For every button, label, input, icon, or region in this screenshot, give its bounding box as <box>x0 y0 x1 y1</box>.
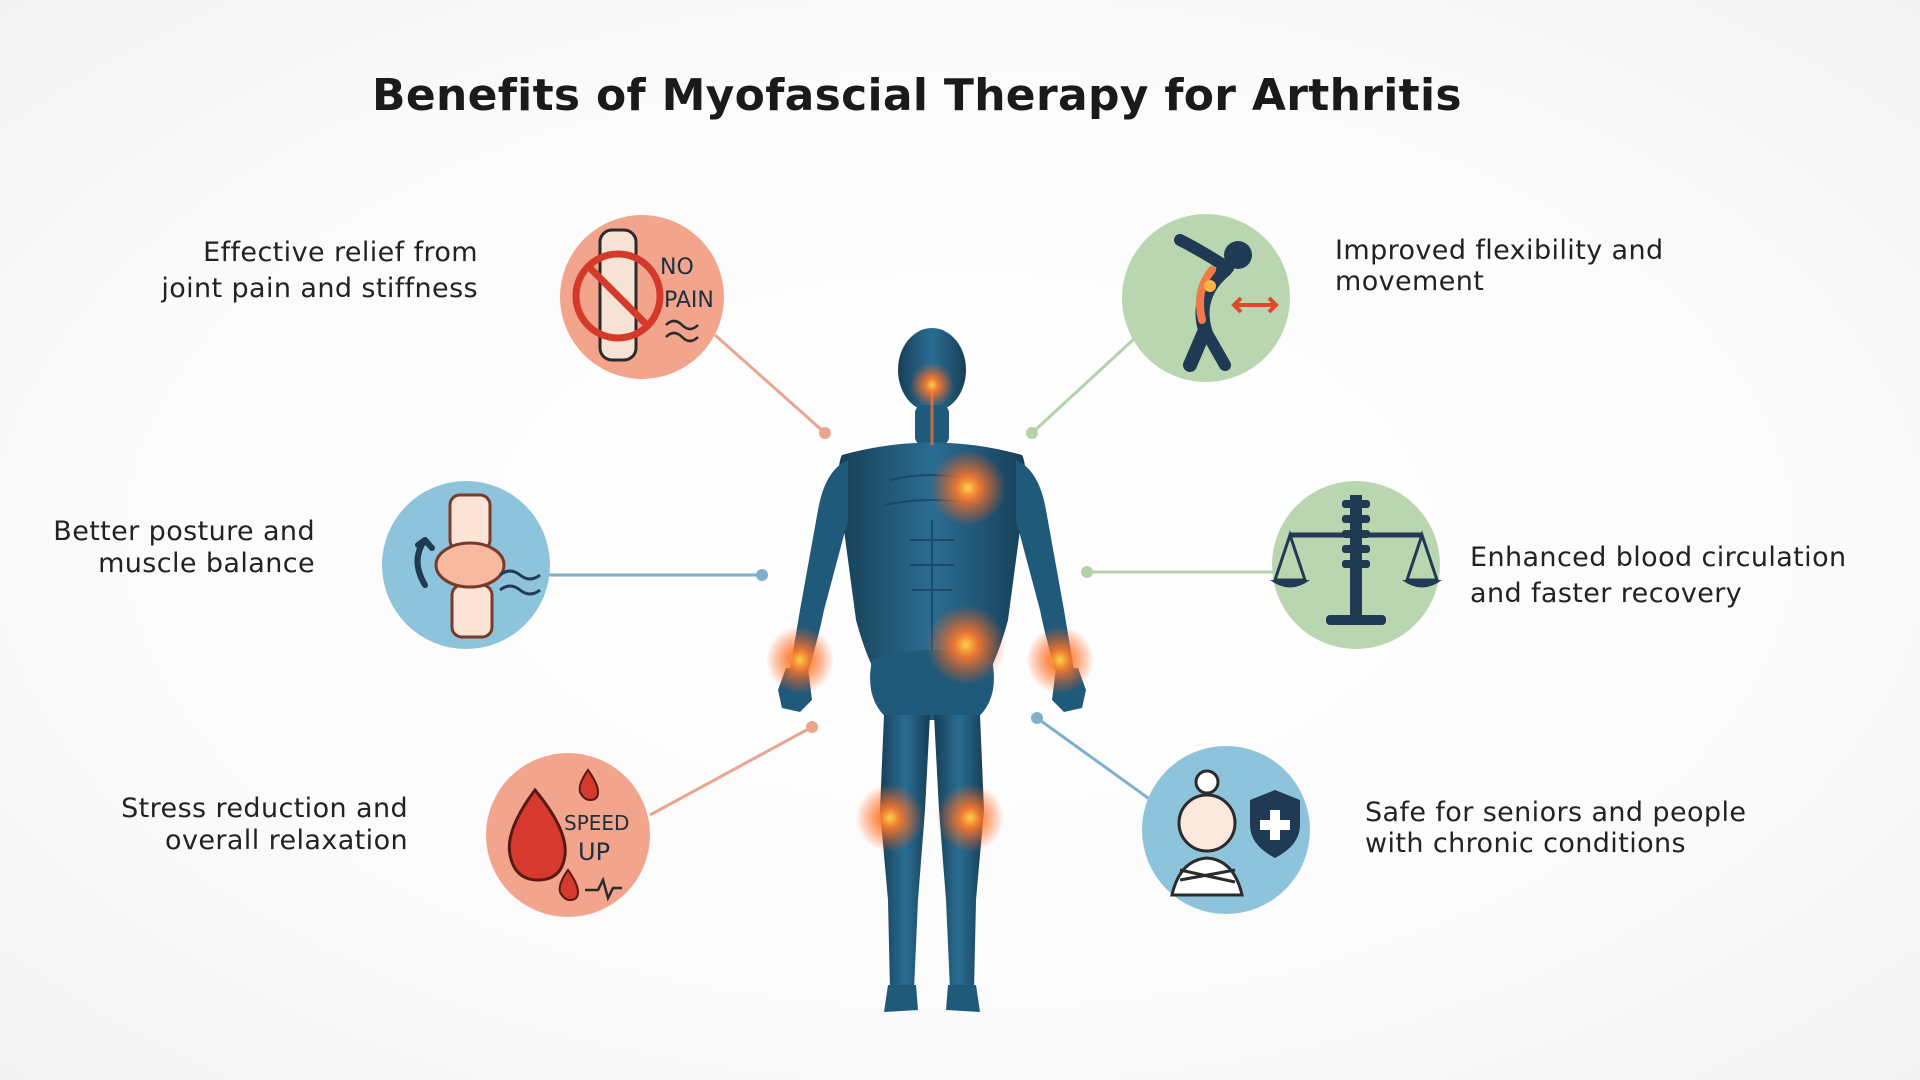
stretching-figure-icon <box>1122 214 1290 382</box>
joint-glow-right-wrist <box>1026 626 1094 694</box>
benefit-label-line: and faster recovery <box>1470 578 1743 609</box>
benefit-label-line: Effective relief from <box>203 237 478 268</box>
blood-drop-speed-icon: SPEED UP <box>486 753 650 917</box>
connector-dot <box>756 569 768 581</box>
benefit-label-line: joint pain and stiffness <box>161 273 478 304</box>
connector-dot <box>1081 566 1093 578</box>
benefit-label-line: Improved flexibility and <box>1335 235 1664 266</box>
connector-joint-pain <box>714 333 826 435</box>
benefit-label-line: Safe for seniors and people <box>1365 797 1747 828</box>
page-title: Benefits of Myofascial Therapy for Arthr… <box>372 70 1462 121</box>
connector-lines <box>548 333 1275 817</box>
joint-glow-right-knee <box>936 784 1004 852</box>
no-pain-badge-line: PAIN <box>664 288 714 313</box>
benefit-label-circulation: Enhanced blood circulation and faster re… <box>1470 540 1847 612</box>
connector-seniors <box>1036 716 1156 805</box>
speed-up-badge-line: SPEED <box>564 811 629 835</box>
connector-dot <box>819 427 831 439</box>
benefit-label-line: with chronic conditions <box>1365 828 1686 859</box>
joint-glow-shoulder <box>930 450 1006 526</box>
connector-stress <box>649 725 813 817</box>
benefit-label-line: Enhanced blood circulation <box>1470 542 1847 573</box>
benefit-label-line: Stress reduction and <box>121 793 408 824</box>
benefit-label-line: overall relaxation <box>165 825 408 856</box>
benefit-label-safe-seniors: Safe for seniors and people with chronic… <box>1365 797 1746 859</box>
benefit-label-line: muscle balance <box>98 548 315 579</box>
benefit-label-line: movement <box>1335 266 1485 297</box>
connector-flexibility <box>1030 336 1137 435</box>
speed-up-badge-line: UP <box>578 838 610 866</box>
joint-glow-hip <box>926 605 1006 685</box>
benefit-label-line: Better posture and <box>53 516 315 547</box>
connector-dot <box>806 721 818 733</box>
benefit-label-joint-pain-relief: Effective relief from joint pain and sti… <box>161 235 478 307</box>
spine-balance-scale-icon <box>1270 481 1442 649</box>
connector-dot <box>1026 427 1038 439</box>
benefit-label-stress-reduction: Stress reduction and overall relaxation <box>121 793 408 857</box>
joint-glow-left-knee <box>856 784 924 852</box>
no-pain-badge-line: NO <box>660 255 694 280</box>
benefit-label-posture: Better posture and muscle balance <box>53 516 315 580</box>
no-pain-joint-icon: NO PAIN <box>560 215 724 379</box>
knee-joint-icon <box>382 481 550 649</box>
joint-glow-neck <box>910 363 954 407</box>
human-body-figure <box>766 328 1094 1012</box>
connector-dot <box>1031 712 1043 724</box>
joint-glow-left-wrist <box>766 626 834 694</box>
benefit-label-flexibility: Improved flexibility and movement <box>1335 235 1664 297</box>
senior-shield-icon <box>1142 746 1310 914</box>
